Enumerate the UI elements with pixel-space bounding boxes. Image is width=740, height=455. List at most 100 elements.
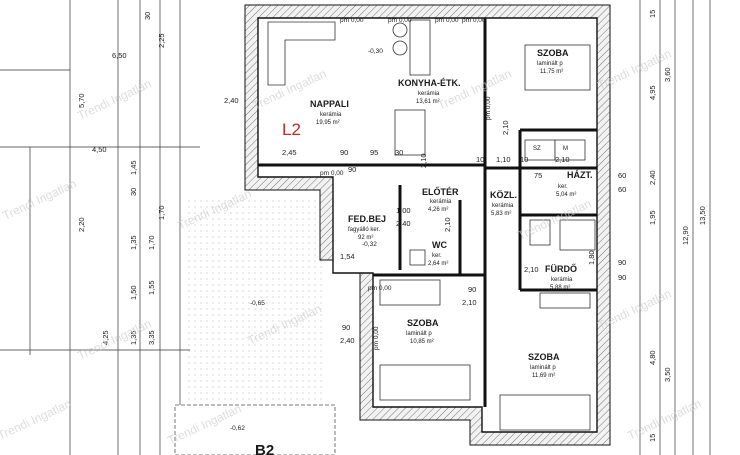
dining-table	[394, 109, 426, 156]
room-szoba2-area: 10,85 m²	[410, 339, 434, 345]
dim-inner-6: 90	[348, 165, 356, 174]
dim-left-inner-1: 30	[143, 12, 152, 20]
room-kozl-name: KÖZL.	[490, 190, 517, 200]
room-wc-area: 2,64 m²	[428, 261, 448, 267]
bed-3	[499, 394, 591, 431]
stool-1	[392, 22, 408, 38]
left-dimension-chains	[0, 0, 200, 455]
dim-inner-17: 90	[618, 258, 626, 267]
dim-inner-18: 90	[618, 273, 626, 282]
level-mark-6: -0,32	[362, 241, 377, 248]
dim-left-inner-0: 2,25	[157, 33, 166, 48]
dims-left-outer: 6,50 5,70 4,50 2,20 4,25	[77, 51, 127, 345]
dim-right-9: 15	[648, 434, 657, 442]
dim-inner-21: 1,10	[496, 155, 511, 164]
dim-inner-4: 30	[395, 148, 403, 157]
dim-inner-5: 2,10	[419, 153, 428, 168]
dim-left-inner-7: 1,35	[129, 330, 138, 345]
dim-inner-8: 2,40	[396, 219, 411, 228]
level-mark-3: pm 0,00	[435, 17, 459, 24]
level-mark-4: pm 0,00	[462, 17, 486, 24]
dim-inner-22: 10	[520, 155, 528, 164]
room-hazt-material: ker.	[558, 184, 568, 190]
dim-left-inner-3: 1,35	[129, 235, 138, 250]
dim-left-inner-10: 1,70	[147, 235, 156, 250]
room-fedbej-material: fagyálló ker.	[348, 227, 380, 233]
room-szoba1-area: 11,75 m²	[540, 69, 563, 75]
dim-left-inner-8: 3,35	[147, 330, 156, 345]
level-mark-1: pm 0,00	[340, 17, 364, 24]
room-nappali-material: kerámia	[320, 112, 342, 118]
dim-right-1: 3,60	[663, 67, 672, 82]
dim-right-4: 1,95	[648, 210, 657, 225]
label-sz: SZ	[533, 146, 541, 152]
room-szoba1-name: SZOBA	[537, 48, 569, 58]
stool-2	[392, 40, 408, 56]
dim-left-inner-9: 1,55	[147, 280, 156, 295]
level-marks: pm 0,00 pm 0,00 pm 0,00 pm 0,00 -0,30 -0…	[230, 17, 492, 432]
room-konyha-name: KONYHA-ÉTK.	[398, 78, 461, 88]
dim-left-outer-1: 5,70	[77, 93, 86, 108]
appliance-m	[554, 139, 586, 161]
dim-inner-12: 2,10	[462, 298, 477, 307]
room-eloter-area: 4,26 m²	[428, 207, 448, 213]
room-furdo-area: 5,88 m²	[550, 285, 570, 291]
building-walls	[244, 4, 611, 446]
dims-inner: 2,40 2,45 90 95 30 2,10 90 1,00 2,40 1,5…	[224, 96, 626, 345]
dim-left-inner-4: 30	[129, 188, 138, 196]
room-eloter-material: kerámia	[430, 199, 452, 205]
level-mark-2: pm 0,00	[388, 17, 412, 24]
room-kozl-material: kerámia	[492, 203, 514, 209]
watermark-8: Trendi Ingatlan	[75, 316, 153, 362]
dim-inner-15: 60	[618, 171, 626, 180]
dim-inner-11: 2,40	[340, 336, 355, 345]
watermark-11: Trendi Ingatlan	[0, 396, 73, 442]
dim-inner-2: 90	[340, 148, 348, 157]
room-nappali-area: 19,95 m²	[316, 120, 340, 126]
room-hazt-area: 5,04 m²	[556, 192, 576, 198]
furniture	[267, 19, 596, 431]
dim-right-3: 2,40	[648, 170, 657, 185]
unit-label-l2: L2	[282, 120, 301, 139]
room-szoba3-material: laminált p	[530, 365, 556, 371]
dims-right: 15 3,60 4,95 2,40 1,95 13,50 12,90 4,80 …	[639, 0, 711, 455]
dim-inner-13: 2,10	[501, 120, 510, 135]
unit-b2-outline	[174, 404, 336, 455]
level-mark-10: pm 0,00	[368, 285, 392, 292]
level-mark-9: pm 0,00	[320, 170, 344, 177]
watermark-5: Trendi Ingatlan	[0, 176, 78, 222]
level-mark-7: -0,65	[250, 300, 265, 307]
unit-label-b2: B2	[255, 442, 274, 455]
label-m: M	[563, 146, 568, 152]
dim-right-7: 4,80	[648, 350, 657, 365]
dim-right-5: 13,50	[698, 206, 707, 225]
room-hazt-name: HÁZT.	[567, 170, 593, 180]
bed-1	[524, 44, 591, 91]
dim-inner-20: 10	[476, 155, 484, 164]
toilet-bath	[529, 219, 551, 246]
terrace-area	[185, 200, 325, 410]
room-furdo-material: kerámia	[551, 277, 573, 283]
dim-inner-26: 2,10	[524, 265, 539, 274]
dim-inner-3: 95	[370, 148, 378, 157]
dim-inner-19: 2,10	[443, 217, 452, 232]
watermark-1: Trendi Ingatlan	[75, 76, 153, 122]
room-fedbej-name: FED.BEJ	[348, 214, 386, 224]
dim-inner-1: 2,45	[282, 148, 297, 157]
dim-inner-10: 90	[342, 323, 350, 332]
room-wc-name: WC	[432, 240, 447, 250]
dim-left-inner-2: 1,70	[157, 205, 166, 220]
room-nappali-name: NAPPALI	[310, 99, 349, 109]
room-wc-material: ker.	[432, 253, 442, 259]
dims-left-inner: 2,25 30 1,70 1,35 30 1,45 1,50 1,35 3,35…	[129, 12, 166, 345]
shower	[559, 219, 596, 251]
level-mark-5: -0,30	[368, 48, 383, 55]
dim-right-2: 4,95	[648, 85, 657, 100]
wc-toilet	[409, 249, 426, 266]
bath-sinks	[539, 292, 591, 309]
wardrobe-2	[379, 279, 441, 306]
room-labels: NAPPALI kerámia 19,95 m² KONYHA-ÉTK. ker…	[255, 48, 593, 455]
dim-right-8: 3,50	[663, 367, 672, 382]
sofa	[267, 21, 336, 86]
